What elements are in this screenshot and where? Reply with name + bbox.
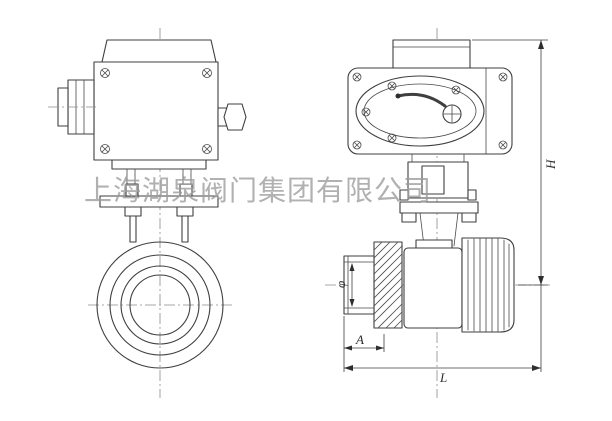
stud-bolts <box>124 206 194 243</box>
dimension-l: L <box>343 285 542 385</box>
screw-icon <box>100 68 212 154</box>
screw-icon <box>352 72 508 150</box>
valve-bore-circle <box>120 265 200 345</box>
side-view: φ H A L <box>333 39 558 385</box>
dimension-a: A <box>344 332 385 352</box>
valve-flange-circle <box>109 254 211 356</box>
actuator-lid-side <box>392 39 471 69</box>
h-dimension-label: H <box>543 159 558 170</box>
l-dimension-label: L <box>439 370 447 385</box>
dimension-h: H <box>472 39 558 286</box>
actuator-side <box>347 39 513 155</box>
nut <box>461 212 477 223</box>
mounting-flange-side <box>399 201 479 214</box>
valve-body-side <box>343 237 515 333</box>
company-watermark: 上海湖泉阀门集团有限公司 <box>84 175 432 207</box>
valve-body-front <box>96 241 224 369</box>
valve-outer-circle <box>96 241 224 369</box>
actuator-housing-side <box>347 67 513 155</box>
valve-center-body <box>403 247 463 329</box>
union-nut <box>373 241 403 329</box>
mounting-bracket-side <box>399 153 479 247</box>
indicator-lever <box>396 92 447 108</box>
mounting-flange-front <box>99 195 219 208</box>
actuator-front <box>48 39 247 161</box>
nut <box>401 212 417 223</box>
phi-dimension-label: φ <box>333 281 348 288</box>
knurled-cap <box>461 237 515 333</box>
actuator-housing-front <box>93 61 219 161</box>
dimension-phi: φ <box>333 263 355 307</box>
actuator-cover-oval <box>355 75 485 147</box>
a-dimension-label: A <box>355 332 364 347</box>
motor-housing <box>48 79 96 135</box>
actuator-lid-front <box>101 39 217 63</box>
pipe-socket <box>343 255 375 315</box>
position-indicator-icon <box>395 92 462 124</box>
screw-icon <box>361 81 461 143</box>
cable-gland-icon <box>217 103 247 131</box>
valve-inner-bore-circle <box>129 274 191 336</box>
front-view <box>48 39 247 369</box>
mounting-bracket-front <box>99 159 219 243</box>
